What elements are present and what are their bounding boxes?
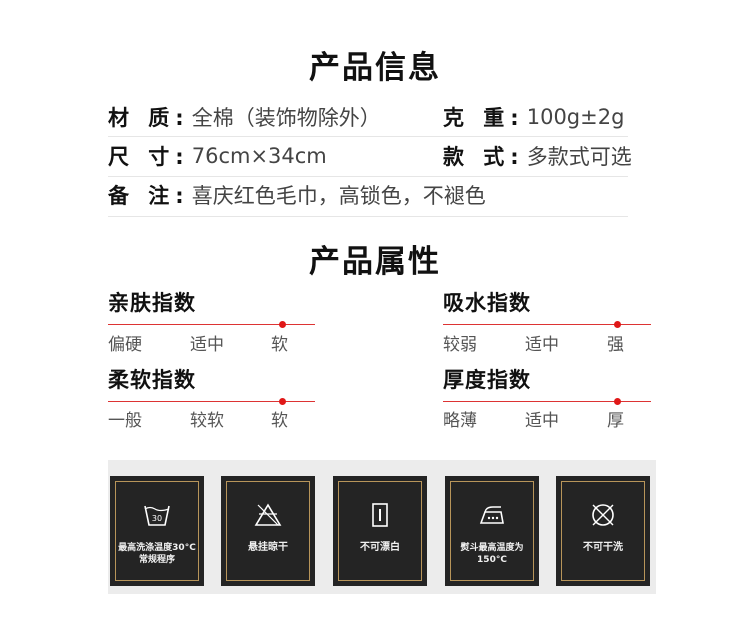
scale-level: 厚 — [607, 411, 624, 431]
size-label: 尺 寸: — [108, 145, 190, 169]
care-card-hang: 悬挂晾干 — [221, 476, 315, 586]
scale-marker-absorb — [614, 321, 621, 328]
attr-title-skin: 亲肤指数 — [108, 291, 196, 315]
attr-title-soft: 柔软指数 — [108, 368, 196, 392]
product-info-title: 产品信息 — [309, 50, 441, 86]
care-card-iron: 熨斗最高温度为 150°C — [445, 476, 539, 586]
size-value: 76cm×34cm — [191, 144, 327, 168]
scale-line-skin — [108, 324, 315, 325]
scale-marker-thick — [614, 398, 621, 405]
info-row-note: 备 注: 喜庆红色毛巾，高锁色，不褪色 — [108, 180, 486, 210]
scale-level: 较软 — [190, 411, 224, 431]
iron-icon — [479, 506, 504, 524]
scale-level: 略薄 — [443, 411, 477, 431]
scale-level: 适中 — [190, 335, 224, 355]
no-dryclean-icon — [592, 504, 614, 526]
note-value: 喜庆红色毛巾，高锁色，不褪色 — [191, 184, 486, 208]
care-card-bleach: 不可漂白 — [333, 476, 427, 586]
scale-level: 软 — [271, 335, 288, 355]
product-attributes-title: 产品属性 — [309, 244, 441, 280]
care-label: 不可干洗 — [583, 542, 623, 553]
care-label: 不可漂白 — [360, 542, 400, 553]
scale-level: 较弱 — [443, 335, 477, 355]
scale-level: 一般 — [108, 411, 142, 431]
scale-level: 适中 — [525, 411, 559, 431]
style-value: 多款式可选 — [526, 145, 632, 169]
care-card-dryclean: 不可干洗 — [556, 476, 650, 586]
info-row-material: 材 质: 全棉（装饰物除外） — [108, 102, 381, 132]
info-divider — [108, 176, 628, 177]
weight-value: 100g±2g — [526, 105, 625, 129]
care-label: 熨斗最高温度为 150°C — [460, 543, 524, 565]
scale-level: 强 — [607, 335, 624, 355]
scale-line-absorb — [443, 324, 651, 325]
style-label: 款 式: — [443, 145, 525, 169]
care-label: 最高洗涤温度30°C 常规程序 — [118, 543, 196, 565]
scale-line-thick — [443, 401, 651, 402]
attr-title-thick: 厚度指数 — [443, 368, 531, 392]
care-label: 悬挂晾干 — [248, 542, 288, 553]
wash-temp-badge: 30 — [152, 514, 162, 523]
attr-title-absorb: 吸水指数 — [443, 291, 531, 315]
scale-level: 适中 — [525, 335, 559, 355]
weight-label: 克 重: — [443, 106, 525, 130]
scale-line-soft — [108, 401, 315, 402]
care-card-wash: 30 最高洗涤温度30°C 常规程序 — [110, 476, 204, 586]
scale-level: 软 — [271, 411, 288, 431]
wash-30-icon: 30 — [144, 505, 170, 526]
info-row-style: 款 式: 多款式可选 — [443, 141, 632, 171]
scale-marker-skin — [279, 321, 286, 328]
no-bleach-icon — [372, 503, 388, 527]
note-label: 备 注: — [108, 184, 190, 208]
info-divider — [108, 136, 628, 137]
info-row-size: 尺 寸: 76cm×34cm — [108, 141, 327, 171]
info-divider — [108, 216, 628, 217]
hang-dry-icon — [254, 503, 282, 526]
scale-marker-soft — [279, 398, 286, 405]
info-row-weight: 克 重: 100g±2g — [443, 102, 624, 132]
scale-level: 偏硬 — [108, 335, 142, 355]
material-label: 材 质: — [108, 106, 190, 130]
material-value: 全棉（装饰物除外） — [191, 106, 381, 130]
